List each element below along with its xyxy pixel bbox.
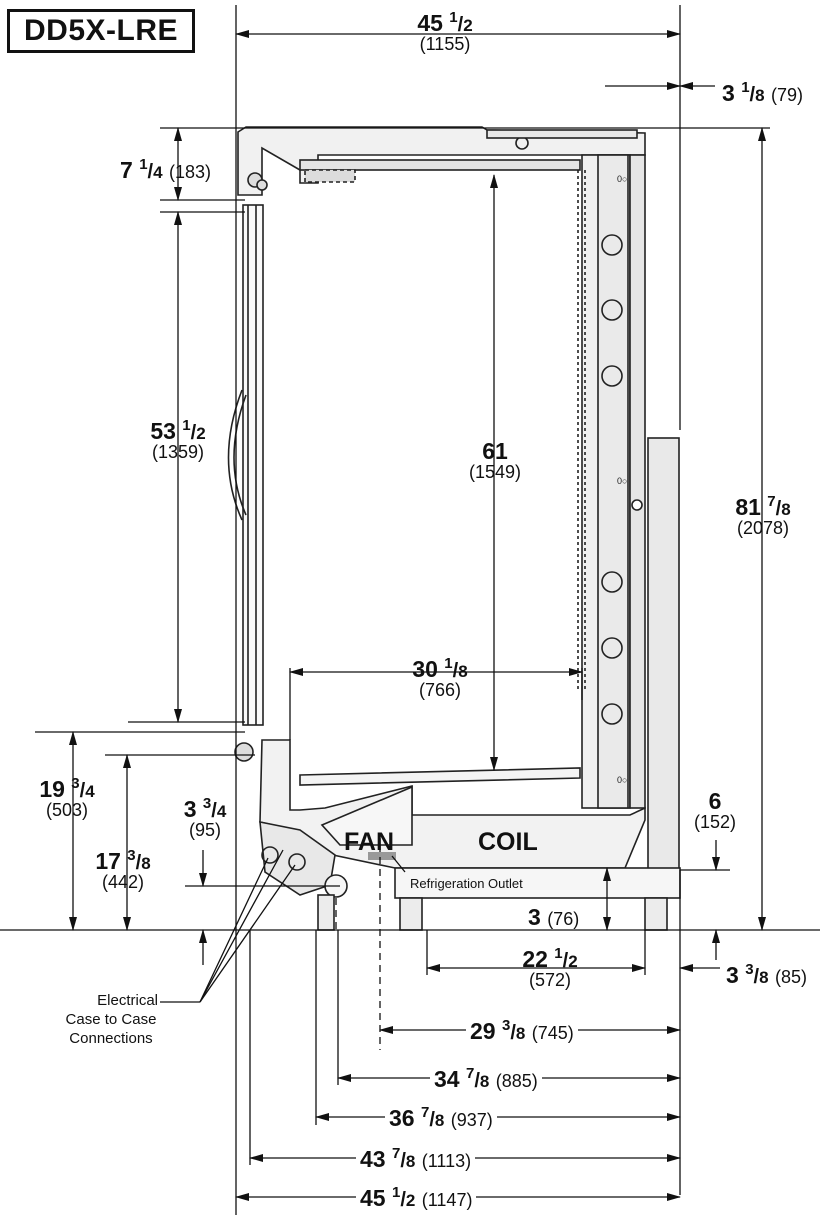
dim-36: 36 7/8 (937) (385, 1105, 497, 1130)
dim-leg-span: 22 1/2 (572) (522, 945, 578, 990)
dimension-lines (0, 5, 820, 1215)
dim-45: 45 1/2 (1147) (356, 1185, 477, 1210)
dim-interior-height: 61 (1549) (468, 438, 522, 482)
refrigeration-outlet-label: Refrigeration Outlet (410, 876, 523, 891)
electrical-connections-label: Electrical Case to Case Connections (65, 992, 158, 1047)
dim-base-17: 17 3/8 (442) (95, 847, 151, 892)
dim-overall-height: 81 7/8 (2078) (735, 493, 791, 538)
dim-top-right: 3 1/8 (79) (722, 79, 803, 106)
fan-label: FAN (344, 828, 394, 856)
dim-43: 43 7/8 (1113) (356, 1146, 476, 1171)
svg-text:0○: 0○ (617, 476, 627, 486)
coil-label: COIL (478, 828, 538, 856)
dim-34: 34 7/8 (885) (430, 1066, 542, 1091)
dim-base-3-34: 3 3/4 (95) (183, 795, 227, 840)
model-title: DD5X-LRE (7, 9, 195, 53)
dim-leg-3: 3 (76) (528, 904, 580, 930)
dim-door: 53 1/2 (1359) (150, 417, 206, 462)
dim-rear-3-38: 3 3/8 (85) (726, 961, 807, 988)
dim-top-width: 45 1/2 (1155) (417, 9, 473, 54)
svg-text:0○: 0○ (617, 775, 627, 785)
dim-rear-6: 6 (152) (693, 788, 737, 832)
dim-interior-depth: 30 1/8 (766) (412, 655, 468, 700)
case-body: 0○ 0○ 0○ (227, 126, 681, 931)
svg-text:0○: 0○ (617, 174, 627, 184)
dim-canopy: 7 1/4 (183) (120, 156, 211, 183)
dim-29: 29 3/8 (745) (466, 1018, 578, 1043)
dim-base-19: 19 3/4 (503) (39, 775, 95, 820)
